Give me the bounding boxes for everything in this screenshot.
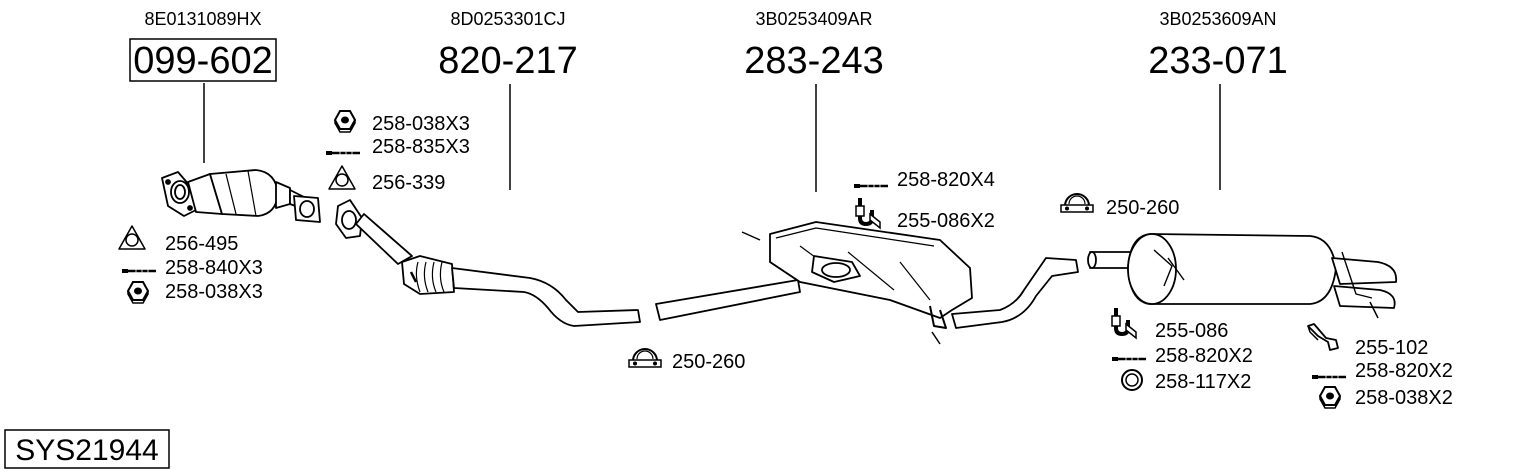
rear-silencer-drawing	[1087, 233, 1398, 319]
front-pipe-drawing	[335, 199, 641, 327]
ring-gasket-icon	[1121, 369, 1143, 391]
small-part-bolt: 258-820X4	[852, 169, 995, 191]
oem-number: 3B0253609AN	[1159, 9, 1276, 29]
gasket-triangle-icon	[118, 225, 146, 250]
part-label: 258-820X2	[1155, 345, 1253, 367]
system-code: SYS21944	[4, 429, 170, 469]
part-label: 258-840X3	[165, 257, 263, 279]
part-label: 256-339	[372, 172, 445, 194]
part-label: 250-260	[672, 351, 745, 373]
nut-icon	[334, 110, 356, 133]
small-part-bolt: 258-840X3	[120, 257, 263, 279]
part-label: 255-086X2	[897, 210, 995, 232]
gasket-triangle-icon	[328, 165, 356, 190]
part-label: 255-086	[1155, 320, 1228, 342]
part-label: 258-820X2	[1355, 360, 1453, 382]
small-part-hanger: 255-086	[1110, 306, 1228, 342]
part-number: 233-071	[1148, 40, 1287, 82]
part-number: 099-602	[133, 40, 272, 82]
part-label: 256-495	[165, 233, 238, 255]
part-label: 250-260	[1106, 197, 1179, 219]
part-label: 258-820X4	[897, 169, 995, 191]
bolt-icon	[120, 267, 158, 275]
small-part-bolt: 258-820X2	[1110, 345, 1253, 367]
bracket-icon	[1307, 323, 1339, 351]
small-part-gasket: 256-495	[118, 225, 238, 255]
bolt-icon	[1310, 373, 1348, 381]
system-code-box	[4, 429, 170, 469]
small-part-ring-gasket: 258-117X2	[1121, 369, 1251, 393]
main-part-rear-silencer: 3B0253609AN 233-071	[1148, 9, 1288, 190]
part-label: 258-038X2	[1355, 387, 1453, 409]
small-part-gasket: 256-339	[328, 165, 445, 194]
part-number: 820-217	[438, 40, 577, 82]
oem-number: 8D0253301CJ	[450, 9, 565, 29]
oem-number: 8E0131089HX	[144, 9, 261, 29]
bolt-icon	[324, 149, 362, 157]
nut-icon	[127, 281, 149, 304]
small-part-hanger: 255-086X2	[854, 196, 995, 232]
part-label: 255-102	[1355, 337, 1428, 359]
small-part-nut: 258-038X3	[127, 281, 263, 304]
small-part-bracket: 255-102	[1307, 323, 1428, 359]
catalytic-converter-drawing	[161, 169, 321, 223]
nut-icon	[1319, 386, 1341, 409]
small-part-nut: 258-038X3	[334, 110, 470, 135]
part-number: 283-243	[744, 40, 883, 82]
main-part-front-pipe: 8D0253301CJ 820-217	[438, 9, 578, 190]
bolt-icon	[852, 182, 890, 190]
main-part-middle-silencer: 3B0253409AR 283-243	[744, 9, 884, 192]
middle-silencer-drawing	[655, 221, 1079, 345]
main-part-catalytic-converter: 8E0131089HX 099-602	[129, 9, 277, 163]
bolt-icon	[1110, 355, 1148, 363]
part-label: 258-038X3	[372, 113, 470, 135]
small-part-bolt: 258-835X3	[324, 136, 470, 158]
system-code-label: SYS21944	[15, 434, 158, 467]
part-label: 258-835X3	[372, 136, 470, 158]
hanger-icon	[1110, 306, 1138, 340]
part-label: 258-038X3	[165, 281, 263, 303]
small-part-nut: 258-038X2	[1319, 386, 1453, 409]
part-label: 258-117X2	[1155, 371, 1251, 393]
small-part-clamp: 250-260	[1060, 193, 1179, 219]
small-part-bolt: 258-820X2	[1310, 360, 1453, 382]
hanger-icon	[854, 196, 882, 230]
oem-number: 3B0253409AR	[755, 9, 872, 29]
part-number-box	[129, 38, 277, 82]
small-part-clamp: 250-260	[628, 348, 745, 373]
clamp-icon	[1060, 193, 1094, 213]
clamp-icon	[628, 348, 662, 368]
